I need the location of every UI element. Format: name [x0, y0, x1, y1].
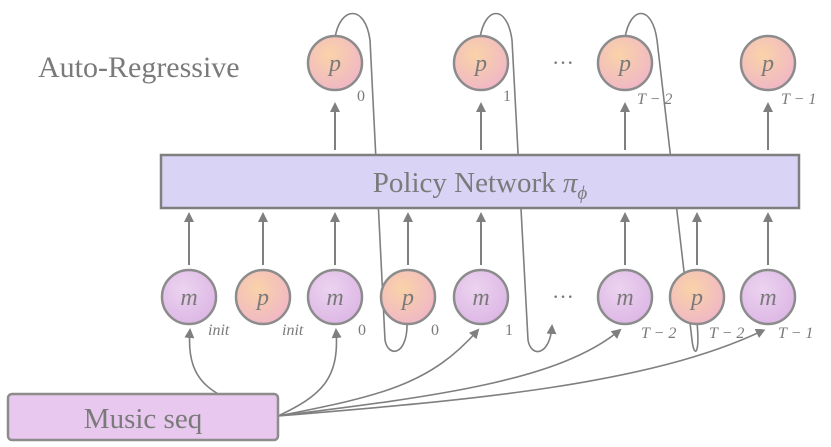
output-node-p0: p 0: [306, 34, 365, 105]
svg-text:m: m: [326, 285, 343, 311]
svg-text:init: init: [282, 322, 304, 339]
output-node-pT2: p T − 2: [596, 34, 672, 108]
music-seq-label: Music seq: [84, 403, 202, 435]
svg-text:p: p: [327, 51, 341, 77]
input-node-mT1: m T − 1: [739, 268, 813, 342]
input-arrows: [184, 212, 773, 265]
svg-text:p: p: [400, 285, 414, 311]
svg-text:0: 0: [431, 322, 439, 339]
output-arrows: [330, 102, 773, 150]
output-nodes: p 0 p 1 ··· p T − 2 p T − 1: [306, 34, 816, 108]
input-ellipsis: ···: [552, 284, 574, 309]
input-nodes: m init p init m 0 p 0 m 1 ··· m T − 2: [160, 268, 813, 342]
input-node-m1: m 1: [452, 268, 513, 339]
svg-text:T − 2: T − 2: [637, 91, 672, 108]
svg-text:0: 0: [358, 322, 366, 339]
svg-text:p: p: [760, 51, 774, 77]
feedback-loops: [334, 12, 699, 353]
svg-text:1: 1: [505, 322, 513, 339]
policy-network-box: Policy Network πϕ: [159, 153, 801, 210]
input-node-m-init: m init: [160, 268, 230, 339]
svg-text:m: m: [616, 285, 633, 311]
svg-text:0: 0: [357, 88, 365, 105]
svg-text:m: m: [472, 285, 489, 311]
svg-text:T − 2: T − 2: [709, 325, 744, 342]
input-node-pT2: p T − 2: [668, 268, 744, 342]
loop-pT2: [624, 12, 699, 352]
loop-p1: [479, 12, 557, 353]
input-node-p-init: p init: [234, 268, 304, 339]
svg-text:T − 2: T − 2: [641, 325, 676, 342]
music-seq-box: Music seq: [6, 392, 280, 442]
svg-text:m: m: [180, 285, 197, 311]
svg-text:1: 1: [503, 88, 511, 105]
svg-text:p: p: [473, 51, 487, 77]
svg-text:m: m: [759, 285, 776, 311]
svg-text:p: p: [617, 51, 631, 77]
output-ellipsis: ···: [552, 50, 574, 75]
input-node-m0: m 0: [306, 268, 366, 339]
policy-network-label: Policy Network πϕ: [373, 167, 588, 204]
input-node-p0: p 0: [379, 268, 439, 339]
output-node-pT1: p T − 1: [739, 34, 816, 108]
title-label: Auto-Regressive: [38, 51, 240, 84]
loop-p0: [334, 12, 408, 352]
svg-text:p: p: [255, 285, 269, 311]
output-node-p1: p 1: [452, 34, 511, 105]
svg-text:init: init: [208, 322, 230, 339]
svg-text:T − 1: T − 1: [781, 91, 816, 108]
input-node-mT2: m T − 2: [596, 268, 676, 342]
svg-text:p: p: [689, 285, 703, 311]
svg-text:T − 1: T − 1: [778, 325, 813, 342]
